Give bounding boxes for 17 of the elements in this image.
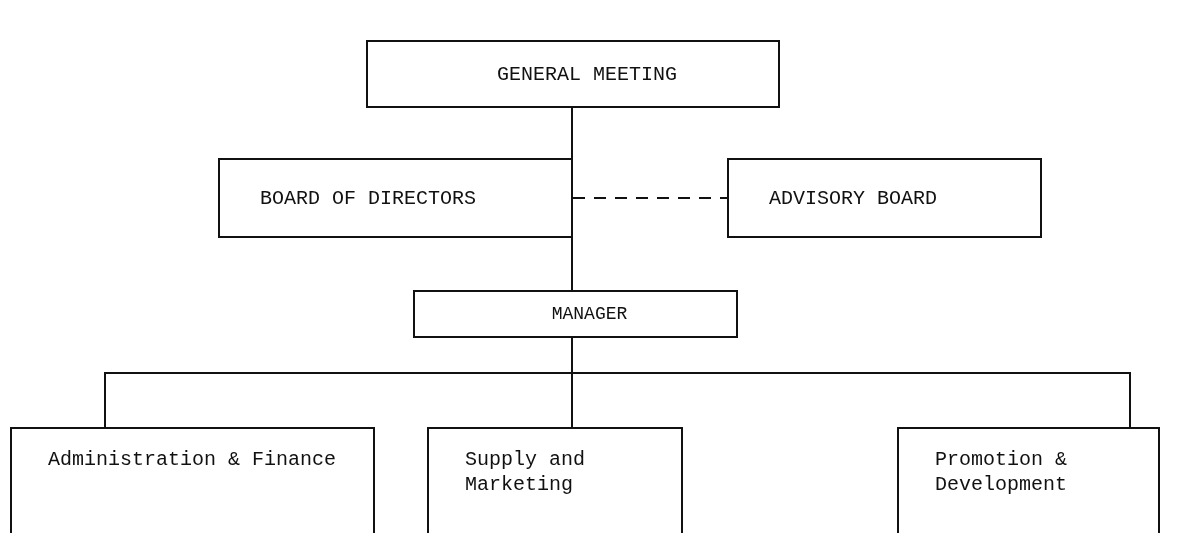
org-box [413,290,738,338]
org-box [366,40,780,108]
unit-name: Supply and Marketing [465,447,587,497]
connector-line [572,197,728,199]
org-box [10,427,375,533]
unit-name: Administration & Finance [48,447,337,472]
connector-line [571,237,573,291]
unit-name: MANAGER [551,302,628,326]
org-box [427,427,683,533]
unit-name: Promotion & Development [935,447,1069,497]
unit-name: ADVISORY BOARD [769,185,938,211]
org-box [897,427,1160,533]
org-box [218,158,573,238]
connector-line [571,107,573,159]
unit-name: GENERAL MEETING [497,61,677,87]
unit-name: BOARD OF DIRECTORS [260,185,477,211]
org-box [727,158,1042,238]
